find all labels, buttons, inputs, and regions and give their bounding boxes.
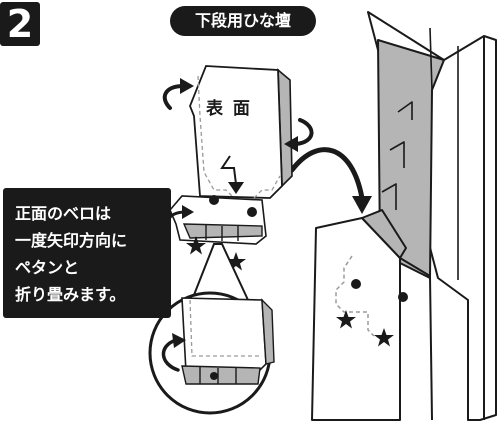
callout-line: 折り畳みます。	[15, 285, 126, 304]
callout-line: ペタンと	[15, 258, 80, 277]
zoom-fold-strip	[181, 365, 261, 385]
card-fold-inner	[182, 223, 263, 239]
step-number-badge: 2	[0, 2, 40, 46]
diagram-title: 下段用ひな壇	[170, 6, 316, 36]
display-stand	[311, 11, 497, 421]
curved-arrowhead	[284, 136, 298, 152]
curved-arrow-icon	[162, 84, 186, 110]
curved-arrow-icon	[294, 118, 314, 146]
stand-inner-strip	[361, 209, 407, 259]
zoom-detail	[148, 243, 275, 415]
lightning-arrow-icon	[220, 155, 237, 185]
zoom-leader	[191, 243, 249, 301]
stand-top-lines	[429, 27, 459, 280]
star-icon	[336, 310, 356, 329]
zoom-gray-side	[261, 298, 275, 365]
callout-line: 正面のベロは	[15, 204, 112, 223]
card-dashed-outline	[197, 75, 281, 199]
stand-inner-tabs	[375, 101, 413, 250]
star-icon	[374, 328, 394, 347]
callout-line: 一度矢印方向に	[15, 231, 128, 250]
card-fold-tabs	[205, 225, 239, 241]
curved-arrowhead	[180, 78, 194, 94]
instruction-callout: 正面のベロは 一度矢印方向に ペタンと 折り畳みます。	[3, 188, 171, 318]
star-icon	[186, 236, 206, 255]
stand-dashed-folds	[335, 255, 375, 337]
card-front-label: 表 面	[206, 99, 252, 119]
card-dot-left	[209, 195, 219, 205]
stand-dot-left	[351, 279, 361, 289]
card-dot-right	[247, 207, 257, 217]
tier-card	[169, 65, 293, 245]
zoom-card	[181, 297, 267, 375]
insert-arrowhead	[352, 196, 372, 214]
zoom-dashed	[189, 299, 262, 357]
curved-arrow-icon	[161, 338, 180, 372]
zoom-dot	[210, 372, 218, 380]
star-icon	[226, 252, 246, 271]
curved-arrowhead	[172, 333, 186, 348]
stand-side-edge	[399, 36, 485, 421]
insert-arrow-icon	[289, 147, 365, 201]
card-body	[189, 65, 283, 199]
stand-dot-right	[398, 292, 408, 302]
stand-front-panel	[311, 217, 401, 421]
lightning-arrowhead	[228, 182, 244, 194]
fold-arrowhead	[182, 205, 194, 219]
